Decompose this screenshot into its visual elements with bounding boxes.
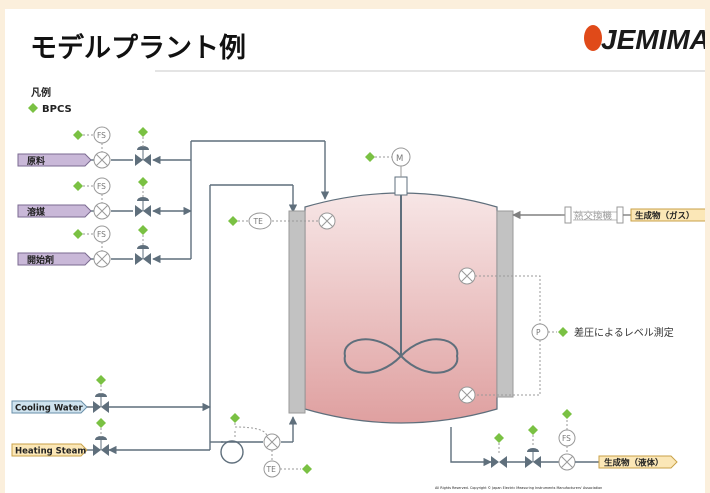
page-title: モデルプラント例 (30, 32, 246, 64)
gas-outlet: 熱交換機 生成物（ガス） (512, 206, 705, 224)
bpcs-diamond-icon (228, 216, 238, 226)
bpcs-diamond-icon (138, 177, 148, 187)
te-label: TE (253, 217, 264, 226)
fs-label: FS (97, 182, 106, 191)
cooling-valve (93, 375, 109, 413)
input-feed-1: 原料 (17, 153, 92, 167)
feed-3-instruments: FS (73, 225, 151, 268)
bpcs-diamond-icon (138, 225, 148, 235)
p-label: P (536, 328, 541, 337)
liquid-product-label: 生成物（液体） (604, 458, 664, 469)
logo-text: JEMIMA (601, 24, 705, 55)
bpcs-diamond-icon (73, 181, 83, 191)
bpcs-diamond-icon (28, 103, 38, 113)
cooling-water-label: Cooling Water (15, 404, 83, 414)
steam-valve (93, 418, 109, 456)
bpcs-diamond-icon (562, 409, 572, 419)
heating-steam-label: Heating Steam (15, 447, 86, 457)
liquid-outlet: FS 生成物（液体） (450, 409, 678, 471)
bpcs-diamond-icon (558, 327, 568, 337)
input-label: 開始剤 (27, 254, 54, 266)
bpcs-diamond-icon (302, 464, 312, 474)
feed-1-instruments: FS (73, 126, 151, 169)
copyright-footer: All Rights Reserved. Copyright © Japan E… (435, 486, 602, 490)
bpcs-diamond-icon (73, 130, 83, 140)
input-label: 溶媒 (27, 206, 46, 218)
input-feed-3: 開始剤 (17, 252, 92, 266)
heating-steam-tag: Heating Steam (11, 443, 88, 457)
input-feed-2: 溶媒 (17, 204, 92, 218)
input-label: 原料 (27, 155, 45, 167)
legend-heading: 凡例 (31, 86, 51, 99)
jacket-left (288, 210, 306, 414)
bpcs-diamond-icon (365, 152, 375, 162)
bpcs-diamond-icon (230, 413, 240, 423)
fs-label: FS (97, 230, 106, 239)
logo-mark-icon (584, 25, 602, 51)
bpcs-diamond-icon (138, 127, 148, 137)
feed-2-instruments: FS (73, 177, 151, 220)
jacket-right (496, 210, 514, 398)
plant-diagram: モデルプラント例 JEMIMA 凡例 BPCS 原料 溶媒 開始剤 (11, 24, 705, 490)
slide: モデルプラント例 JEMIMA 凡例 BPCS 原料 溶媒 開始剤 (5, 9, 705, 493)
jemima-logo: JEMIMA (584, 24, 705, 55)
cooling-water-tag: Cooling Water (11, 400, 88, 414)
agitator-impeller-icon (343, 338, 459, 374)
bpcs-diamond-icon (528, 425, 538, 435)
agitator-motor-housing (394, 176, 408, 196)
circulation-pump-icon (220, 440, 244, 464)
bpcs-diamond-icon (96, 375, 106, 385)
fs-label: FS (97, 131, 106, 140)
te-label: TE (266, 465, 277, 474)
reactor-vessel: M TE P 差圧によるレベル測定 (228, 147, 674, 424)
bpcs-diamond-icon (73, 229, 83, 239)
heat-exchanger-label: 熱交換機 (574, 210, 613, 222)
bpcs-diamond-icon (494, 433, 504, 443)
bpcs-diamond-icon (96, 418, 106, 428)
level-measurement-note: 差圧によるレベル測定 (574, 326, 674, 339)
jacket-temp-valve: TE (230, 413, 312, 478)
fs-label: FS (562, 434, 571, 443)
legend-item-bpcs: BPCS (42, 104, 72, 115)
motor-label: M (396, 154, 403, 164)
gas-product-label: 生成物（ガス） (635, 211, 695, 222)
